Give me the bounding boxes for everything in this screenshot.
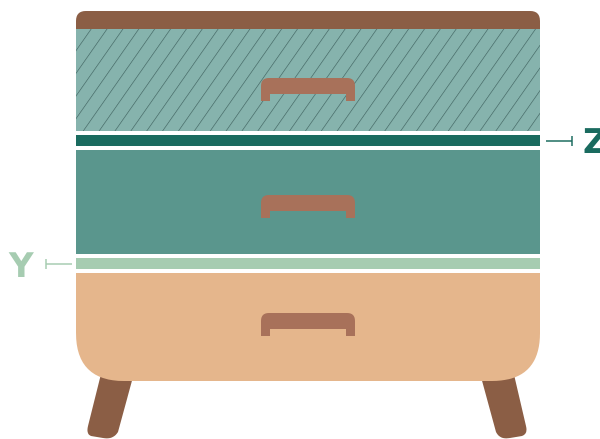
- layer-z-strip: [76, 135, 540, 146]
- top-board: [76, 11, 540, 29]
- layer-y-strip: [76, 258, 540, 269]
- callout-y-label: Y: [8, 246, 34, 286]
- callout-z-label: Z: [583, 122, 600, 162]
